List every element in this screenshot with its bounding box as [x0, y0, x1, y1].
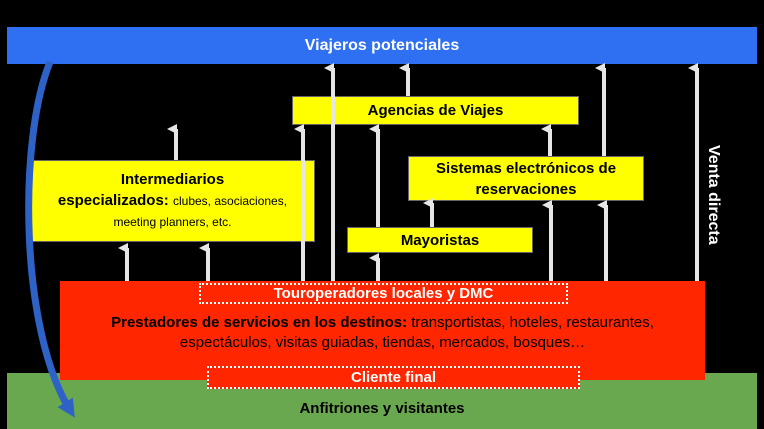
potential-travelers-bar: Viajeros potenciales: [7, 27, 757, 64]
intermediaries-line2: especializados: clubes, asociaciones,: [58, 190, 287, 212]
final-client-box: Cliente final: [207, 366, 580, 389]
service-providers-line1: Prestadores de servicios en los destinos…: [60, 313, 705, 333]
direct-sales-label: Venta directa: [705, 145, 722, 245]
reservation-systems-line1: Sistemas electrónicos de: [435, 159, 617, 177]
reservation-systems-line2: reservaciones: [475, 180, 577, 198]
curved-flow-arrow-icon: [25, 60, 75, 418]
service-providers-rest: transportistas, hoteles, restaurantes,: [411, 314, 654, 331]
final-client-label: Cliente final: [350, 369, 436, 386]
reservation-systems-box: Sistemas electrónicos de reservaciones: [408, 156, 644, 201]
service-providers-line2: espectáculos, visitas guiadas, tiendas, …: [179, 334, 586, 351]
wholesalers-label: Mayoristas: [400, 231, 480, 249]
local-tour-operators-box: Touroperadores locales y DMC: [199, 283, 568, 304]
specialized-intermediaries-box: Intermediarios especializados: clubes, a…: [30, 160, 315, 242]
intermediaries-line2-bold: especializados:: [57, 192, 169, 209]
service-providers-area: [60, 281, 705, 380]
local-tour-operators-label: Touroperadores locales y DMC: [273, 285, 494, 302]
service-providers-text: Prestadores de servicios en los destinos…: [60, 313, 705, 353]
wholesalers-box: Mayoristas: [347, 227, 533, 253]
intermediaries-line3: meeting planners, etc.: [113, 215, 232, 229]
potential-travelers-label: Viajeros potenciales: [304, 36, 460, 54]
hosts-visitors-label: Anfitriones y visitantes: [299, 400, 465, 417]
intermediaries-line1: Intermediarios: [120, 171, 225, 188]
travel-agencies-box: Agencias de Viajes: [292, 96, 579, 125]
service-providers-bold: Prestadores de servicios en los destinos…: [111, 314, 408, 331]
intermediaries-line2-rest: clubes, asociaciones,: [172, 194, 288, 208]
travel-agencies-label: Agencias de Viajes: [367, 102, 504, 119]
